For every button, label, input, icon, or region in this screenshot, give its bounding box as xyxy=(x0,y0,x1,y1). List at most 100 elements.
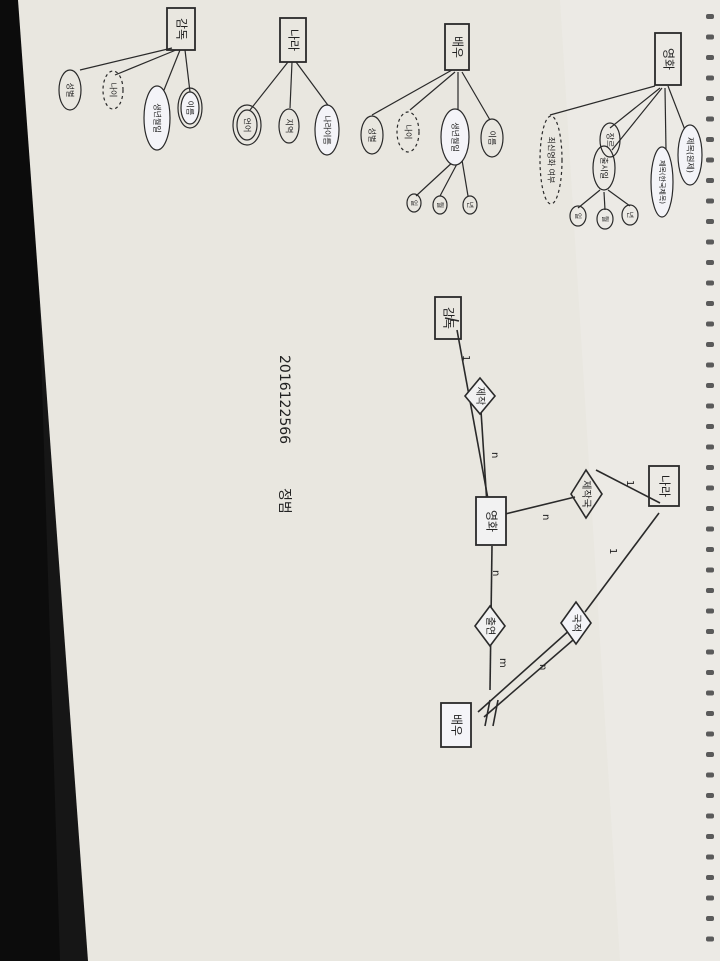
attr-actor-birthdate-label: 생년월일 xyxy=(451,122,461,151)
spiral-hole xyxy=(706,567,714,573)
attr-movie-day-label: 일 xyxy=(574,213,583,219)
entity-director-label: 감독 xyxy=(442,307,456,329)
attr-cluster-movie: 영화 제목(원제) 제목(한국제목) 장르 출시일 년 월 일 최신영화 여부 xyxy=(539,32,703,230)
spiral-hole xyxy=(706,752,714,757)
spiral-hole xyxy=(706,465,714,470)
relationship-directs: 제작 xyxy=(463,376,497,416)
attr-actor-age-label: 나이 xyxy=(404,125,414,140)
spiral-hole xyxy=(706,793,714,798)
spiral-binding xyxy=(706,14,714,942)
paper-light xyxy=(560,0,720,961)
attr-movie-is-latest xyxy=(539,115,563,205)
attr-movie-release-date xyxy=(592,145,616,191)
line-director-directs xyxy=(456,329,491,511)
spiral-hole xyxy=(706,96,714,101)
attr-actor-name-label: 이름 xyxy=(488,131,498,146)
attr-entity-actor-box xyxy=(444,23,470,71)
attr-movie-title-korean xyxy=(650,146,674,218)
spiral-hole xyxy=(706,14,714,19)
attr-actor-gender-label: 성별 xyxy=(368,128,378,143)
spiral-hole xyxy=(706,813,714,819)
line-movie-producedin xyxy=(496,496,576,517)
attr-cluster-country: 나라 나라이름 지역 언어 xyxy=(232,17,340,156)
entity-movie: 영화 xyxy=(475,496,507,546)
spiral-hole xyxy=(706,342,714,347)
relationship-nationality: 국적 xyxy=(560,600,592,646)
spiral-hole xyxy=(706,34,714,40)
attr-movie-genre xyxy=(599,122,621,158)
attr-entity-movie-box xyxy=(654,32,682,86)
cardinality-producedin-movie: n xyxy=(540,514,551,520)
spiral-hole xyxy=(706,547,714,552)
attr-country-language-outer xyxy=(232,104,262,146)
spiral-hole xyxy=(706,670,714,675)
spiral-hole xyxy=(706,834,714,839)
entity-actor: 배우 xyxy=(440,702,472,748)
spiral-hole xyxy=(706,239,714,245)
attr-movie-release-date-label: 출시일 xyxy=(600,157,610,179)
attr-country-name-label: 나라이름 xyxy=(323,115,333,144)
spiral-hole xyxy=(706,588,714,593)
attr-cluster-actor: 배우 이름 생년월일 년 월 일 나이 성별 xyxy=(360,23,504,215)
relationship-appears-in-label: 출연 xyxy=(484,617,496,635)
spiral-hole xyxy=(706,219,714,224)
attr-cluster-director: 감독 이름 생년월일 나이 성별 xyxy=(58,7,203,151)
attr-movie-title-original-label: 제목(원제) xyxy=(686,137,695,173)
spiral-hole xyxy=(706,608,714,614)
attr-actor-name xyxy=(480,118,504,158)
attr-director-name xyxy=(180,91,200,125)
spiral-hole xyxy=(706,444,714,450)
signature-name: 정범 xyxy=(276,488,292,514)
relationship-produced-in: 제작국 xyxy=(570,468,603,520)
signature: 2016122566 정범 xyxy=(276,355,292,514)
attr-entity-actor-label: 배우 xyxy=(451,36,465,58)
spiral-hole xyxy=(706,895,714,901)
cardinality-movie-appearsin: n xyxy=(490,570,501,576)
spiral-hole xyxy=(706,485,714,491)
spiral-hole xyxy=(706,526,714,532)
attr-country-language-label: 언어 xyxy=(243,118,253,133)
spiral-hole xyxy=(706,772,714,778)
attr-actor-day-label: 일 xyxy=(410,200,419,206)
attr-actor-year-label: 년 xyxy=(466,202,475,208)
attr-actor-month-label: 월 xyxy=(436,202,445,208)
entity-actor-label: 배우 xyxy=(450,714,464,736)
spiral-hole xyxy=(706,178,714,183)
attr-movie-year xyxy=(621,204,639,226)
spiral-hole xyxy=(706,137,714,142)
attr-entity-country-box xyxy=(279,17,307,63)
relationship-nationality-label: 국적 xyxy=(570,614,582,632)
entity-movie-label: 영화 xyxy=(485,510,499,532)
spiral-hole xyxy=(706,55,714,60)
attr-country-language xyxy=(236,109,258,141)
paper-sheet xyxy=(18,0,720,961)
spiral-hole xyxy=(706,875,714,880)
spiral-hole xyxy=(706,506,714,511)
attr-director-gender-label: 성별 xyxy=(66,83,76,98)
spiral-hole xyxy=(706,711,714,716)
attr-movie-month-label: 월 xyxy=(601,216,610,222)
attr-country-name xyxy=(314,104,340,156)
line-nationality-actor-2 xyxy=(483,633,581,718)
binder-shadow xyxy=(0,0,60,961)
spiral-hole xyxy=(706,854,714,860)
attr-actor-day xyxy=(406,193,422,213)
line-country-nationality xyxy=(584,512,660,613)
spiral-hole xyxy=(706,383,714,388)
spiral-hole xyxy=(706,690,714,696)
attr-director-age-label: 나이 xyxy=(109,83,119,98)
attr-director-birthdate-label: 생년월일 xyxy=(153,103,163,132)
spiral-hole xyxy=(706,116,714,122)
attr-movie-title-original xyxy=(677,124,703,186)
signature-student-id: 2016122566 xyxy=(276,355,292,444)
spiral-hole xyxy=(706,403,714,409)
entity-country-label: 나라 xyxy=(658,475,672,497)
spiral-hole xyxy=(706,260,714,265)
cardinality-nationality-actor: n xyxy=(537,664,548,670)
relationship-appears-in: 출연 xyxy=(474,604,506,648)
cardinality-country-nationality: 1 xyxy=(607,548,618,554)
attr-movie-is-latest-label: 최신영화 여부 xyxy=(547,137,557,184)
spiral-hole xyxy=(706,75,714,81)
cardinality-appearsin-actor: m xyxy=(497,658,508,668)
